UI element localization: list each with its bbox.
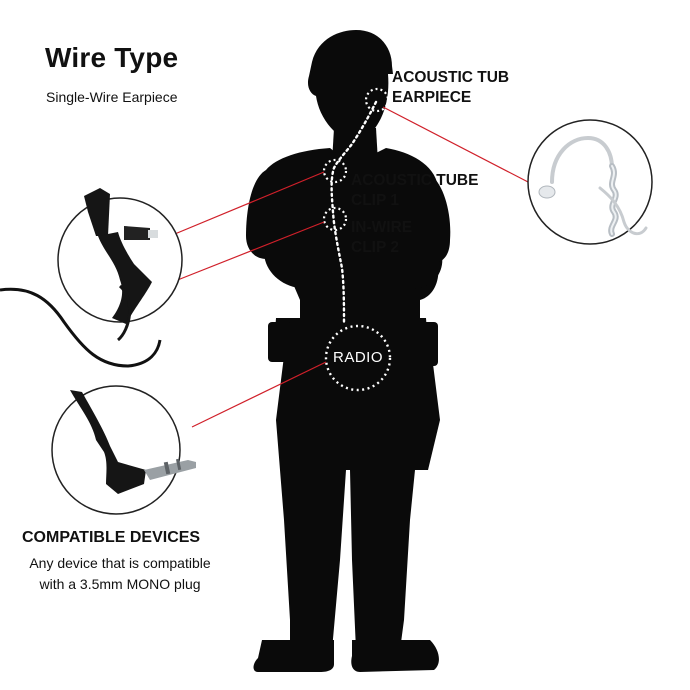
label-clip2-line1: IN-WIRE bbox=[351, 219, 413, 236]
earpiece-marker bbox=[364, 87, 390, 113]
leader-earpiece bbox=[382, 106, 531, 184]
page-title: Wire Type bbox=[45, 42, 179, 73]
plug-icon bbox=[70, 390, 146, 494]
compatible-heading: COMPATIBLE DEVICES bbox=[22, 529, 201, 546]
compatible-body: Any device that is compatible with a 3.5… bbox=[29, 555, 211, 592]
leader-radio bbox=[191, 361, 327, 428]
officer-silhouette bbox=[246, 30, 451, 672]
label-earpiece-line1: ACOUSTIC TUB bbox=[392, 69, 510, 86]
acoustic-tube-icon bbox=[550, 135, 614, 184]
label-clip1-line2: CLIP 1 bbox=[351, 192, 399, 209]
label-clip1: ACOUSTIC TUBE CLIP 1 bbox=[351, 171, 478, 211]
clip2-marker bbox=[322, 206, 348, 232]
clip1-marker bbox=[322, 158, 348, 184]
clip-zoom bbox=[57, 188, 183, 342]
label-earpiece-line2: EARPIECE bbox=[392, 89, 472, 106]
clip-icon bbox=[84, 188, 110, 236]
leader-clip2 bbox=[169, 221, 325, 284]
label-radio: RADIO bbox=[332, 349, 383, 366]
label-clip2-line2: CLIP 2 bbox=[351, 239, 399, 256]
earpiece-cable bbox=[0, 287, 162, 368]
radio-marker bbox=[324, 324, 392, 392]
label-clip1-line1: ACOUSTIC TUBE bbox=[351, 172, 479, 189]
leader-lines bbox=[169, 106, 531, 428]
wire-path bbox=[330, 100, 378, 326]
label-clip2: IN-WIRE CLIP 2 bbox=[351, 218, 412, 258]
acoustic-tube-zoom bbox=[527, 119, 653, 245]
leader-clip1 bbox=[169, 171, 325, 237]
plug-zoom bbox=[51, 385, 196, 515]
label-earpiece: ACOUSTIC TUB EARPIECE bbox=[392, 68, 509, 108]
page-subtitle: Single-Wire Earpiece bbox=[46, 89, 178, 105]
